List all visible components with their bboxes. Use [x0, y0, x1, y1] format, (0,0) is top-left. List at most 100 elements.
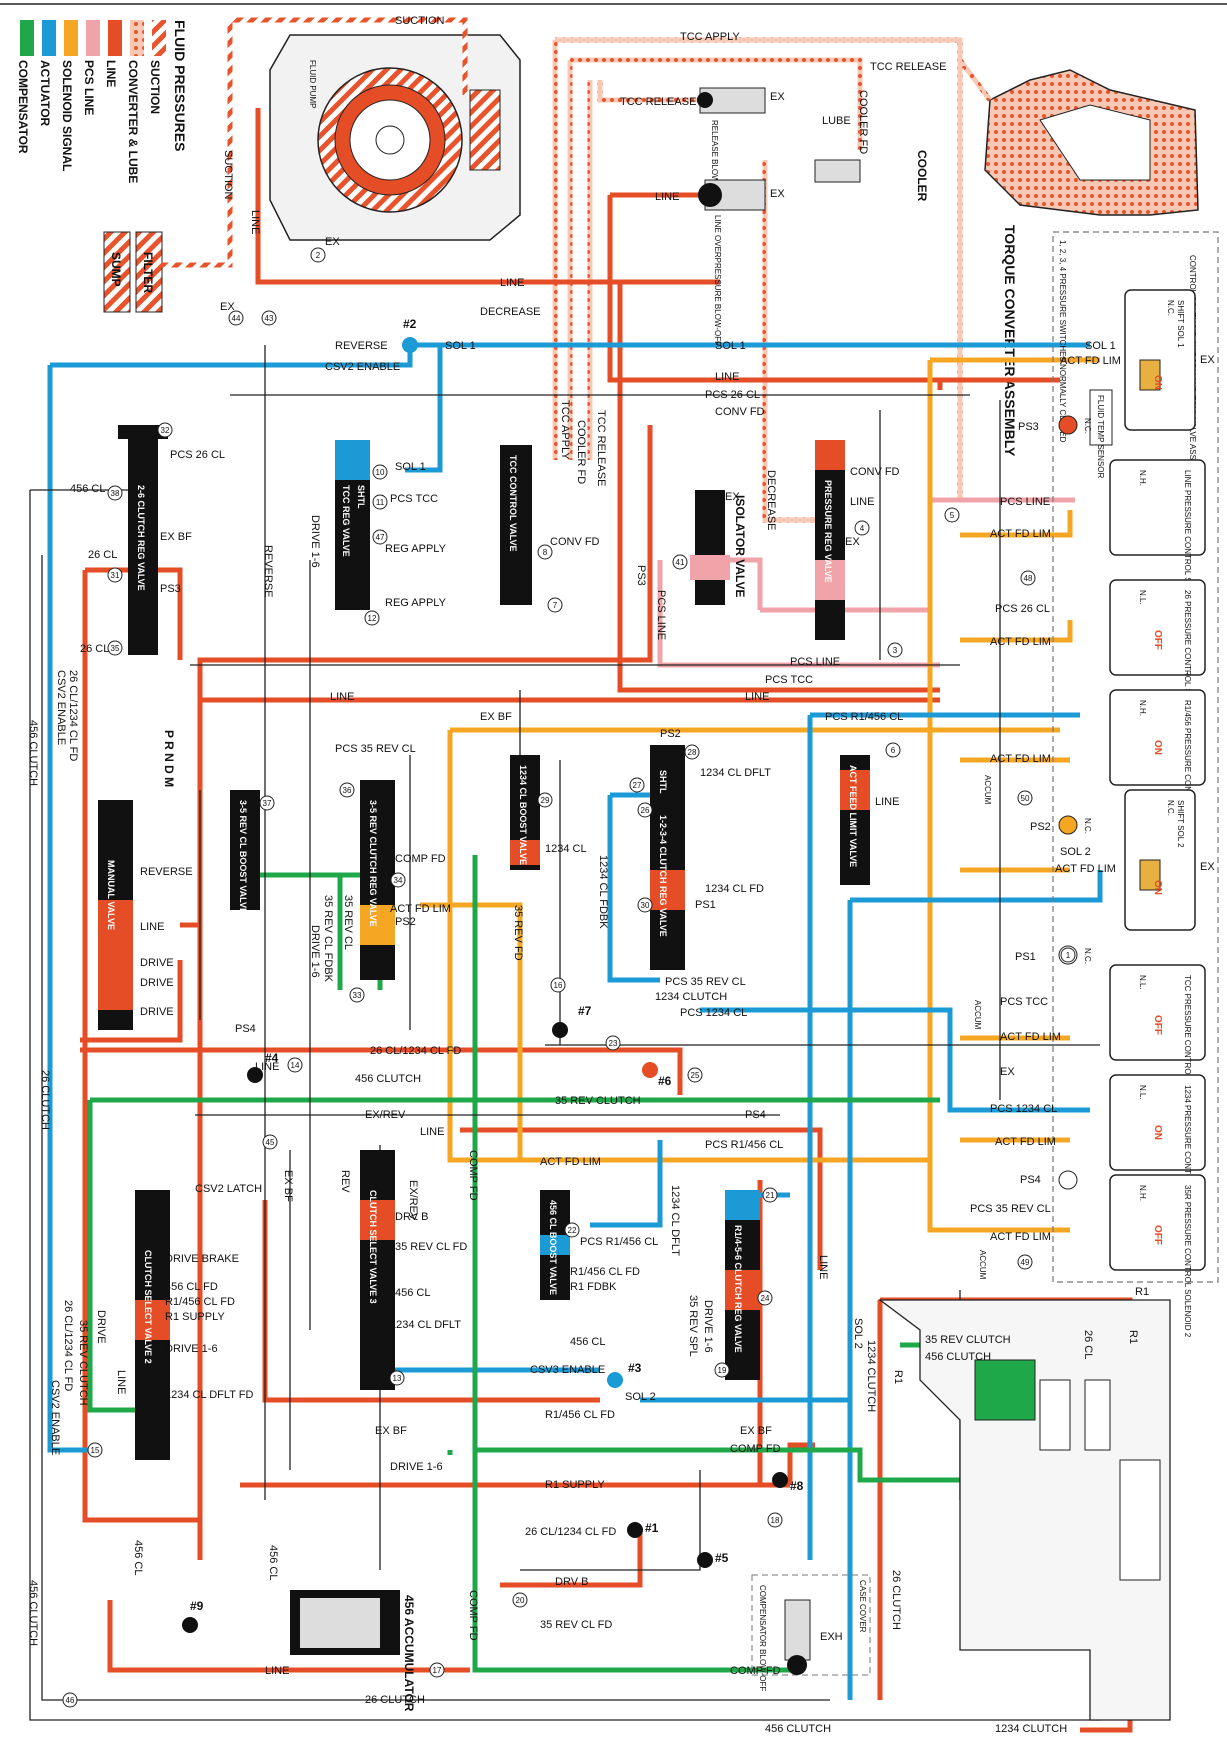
orifice-35: [107, 640, 123, 656]
checkball-8: [772, 1472, 788, 1488]
valve-label: ISOLATOR VALVE: [733, 495, 747, 597]
solenoid-type: N.C.: [1166, 800, 1175, 816]
label-35-rev-clutch: 35 REV CLUTCH: [555, 1095, 641, 1107]
label-csv2-latch: CSV2 LATCH: [195, 1183, 262, 1195]
label-act-fd-lim-7: ACT FD LIM: [1000, 1031, 1061, 1043]
label-reverse: REVERSE: [335, 340, 388, 352]
label-456-cl-2: 456 CL: [570, 1336, 605, 1348]
orifice-25-label: 25: [691, 1071, 700, 1080]
checkball-4: [247, 1067, 263, 1083]
label-26-cl-left-2: 26 CL: [80, 643, 109, 655]
label-r1-456-fd-1: R1/456 CL FD: [570, 1266, 640, 1278]
label-act-fd-lim-5: ACT FD LIM: [1055, 863, 1116, 875]
label-ex-5: EX: [725, 491, 740, 503]
orifice-31-label: 31: [111, 571, 120, 580]
orifice-19: [714, 1362, 730, 1378]
legend-label-solenoid-signal: SOLENOID SIGNAL: [60, 60, 74, 171]
label-26-1234-fd-v: 26 CL/1234 CL FD: [62, 1300, 74, 1391]
orifice-31: [107, 567, 123, 583]
label-r1-v2: R1: [1127, 1330, 1139, 1344]
solenoid-name: TCC PRESSURE CONTROL SOLENOID: [1183, 975, 1192, 1123]
label-456-clutch-2: 456 CLUTCH: [765, 1723, 831, 1735]
orifice-13-label: 13: [393, 1374, 402, 1383]
valve-isolator: ISOLATOR VALVE: [690, 490, 747, 605]
label-reg-apply-1: REG APPLY: [385, 543, 447, 555]
legend-swatch-converter-lube: [130, 20, 144, 56]
valve-1234-boost: 1234 CL BOOST VALVE: [510, 755, 540, 870]
fluid-temp-sensor: FLUID TEMP SENSOR: [1089, 389, 1113, 479]
solenoid-name: 26 PRESSURE CONTROL SOLENOID 4: [1183, 590, 1192, 737]
label-tcc-release-top: TCC RELEASE: [870, 61, 946, 73]
checkball-2: [402, 337, 418, 353]
label-26-cl-v: 26 CL: [1082, 1330, 1094, 1359]
valve-act-feed-limit: ACT FEED LIMIT VALVE: [840, 755, 870, 885]
checkball-1-label: #1: [645, 1521, 659, 1535]
label-rev-v: REV: [339, 1170, 351, 1193]
label-456-cl-v: 456 CL: [132, 1540, 144, 1575]
label-pcs-26-cl: PCS 26 CL: [705, 389, 760, 401]
solenoid-shift-sol-1: SHIFT SOL 1 N.C. ON: [1124, 289, 1196, 431]
valve-label: CLUTCH SELECT VALVE 2: [143, 1250, 153, 1364]
checkball-1: [627, 1522, 643, 1538]
solenoid-name: R1/456 PRESSURE CONTROL SOLENOID 3: [1183, 700, 1192, 864]
legend-swatch-line: [108, 20, 122, 56]
label-1234-cl-dflt-fd: 1234 CL DFLT FD: [165, 1389, 253, 1401]
valve-r1-456-reg: R1/4-5-6 CLUTCH REG VALVE: [725, 1190, 760, 1380]
label-pcs-tcc-1: PCS TCC: [390, 493, 438, 505]
label-ps4-2: PS4: [745, 1109, 766, 1121]
label-456-cl-1: 456 CL: [395, 1287, 430, 1299]
orifice-32: [157, 422, 173, 438]
orifice-41-label: 41: [676, 558, 685, 567]
exh-label: EXH: [820, 1631, 843, 1643]
label-line-4: LINE: [330, 691, 354, 703]
label-csv2-enable-v: CSV2 ENABLE: [49, 1380, 61, 1455]
fluid-pump-label: FLUID PUMP: [308, 60, 317, 108]
label-35-rev-cl-fd-1: 35 REV CL FD: [395, 1241, 467, 1253]
orifice-33: [349, 987, 365, 1003]
label-line-v: LINE: [817, 1255, 829, 1279]
orifice-49: [1017, 1254, 1033, 1270]
solenoid-name: LINE PRESSURE CONTROL SOLENOID: [1183, 470, 1192, 619]
valve-2-6-clutch-reg: 2-6 CLUTCH REG VALVE: [118, 425, 168, 655]
solenoid-tcc-pcs: TCC PRESSURE CONTROL SOLENOID N.L. OFF: [1109, 964, 1206, 1123]
label-1234-cl-fd: 1234 CL FD: [705, 883, 764, 895]
checkball-5-label: #5: [715, 1551, 729, 1565]
orifice-38: [107, 485, 123, 501]
legend-swatch-solenoid-signal: [64, 20, 78, 56]
solenoid-state-off: OFF: [1152, 1225, 1163, 1245]
label-1234-cl-dflt-2: 1234 CL DFLT: [390, 1319, 461, 1331]
filter-sump: SUMP FILTER: [103, 231, 163, 313]
orifice-markers: 1234567810111213141516171819202122232425…: [62, 247, 1076, 1708]
label-line-10: LINE: [255, 1061, 279, 1073]
label-csv2-enable-left: CSV2 ENABLE: [55, 670, 67, 745]
label-comp-fd-3: COMP FD: [730, 1665, 781, 1677]
label-decrease-v: DECREASE: [765, 470, 777, 531]
solenoid-state-off: OFF: [1152, 1015, 1163, 1035]
orifice-26: [637, 802, 653, 818]
checkball-3-label: #3: [628, 1361, 642, 1375]
solenoid-35r-pcs-2: 35R PRESSURE CONTROL SOLENOID 2 N.H. OFF: [1109, 1174, 1206, 1338]
orifice-38-label: 38: [111, 489, 120, 498]
shtl-label: SHTL: [356, 485, 366, 509]
orifice-15: [87, 1442, 103, 1458]
valve-manual: MANUAL VALVE: [98, 800, 133, 1030]
orifice-5: [944, 507, 960, 523]
label-pcs-1234-2: PCS 1234 CL: [990, 1103, 1057, 1115]
label-1234-clutch-2: 1234 CLUTCH: [995, 1723, 1067, 1735]
label-drv-b-1: DRV B: [395, 1211, 428, 1223]
orifice-27-label: 27: [633, 781, 642, 790]
orifice-25: [687, 1067, 703, 1083]
label-35-rev-clutch-v: 35 REV CLUTCH: [77, 1320, 89, 1406]
label-pcs-r1-456-3: PCS R1/456 CL: [580, 1236, 658, 1248]
label-r1-supply-2: R1 SUPPLY: [545, 1479, 605, 1491]
valve-clutch-select-3: CLUTCH SELECT VALVE 3: [360, 1150, 395, 1390]
valve-label: 456 CL BOOST VALVE: [548, 1200, 558, 1295]
valve-1-2-3-4-clutch-reg: 1-2-3-4 CLUTCH REG VALVE SHTL: [650, 745, 685, 970]
label-drive-v: DRIVE: [95, 1310, 107, 1344]
fluid-pump: FLUID PUMP: [269, 34, 521, 241]
orifice-28-label: 28: [688, 748, 697, 757]
label-sol1-a: SOL 1: [445, 340, 476, 352]
valve-3-5-rev-boost: 3-5 REV CL BOOST VALVE: [230, 790, 260, 914]
label-1234-clutch-v: 1234 CLUTCH: [865, 1340, 877, 1412]
checkball-3: [607, 1372, 623, 1388]
